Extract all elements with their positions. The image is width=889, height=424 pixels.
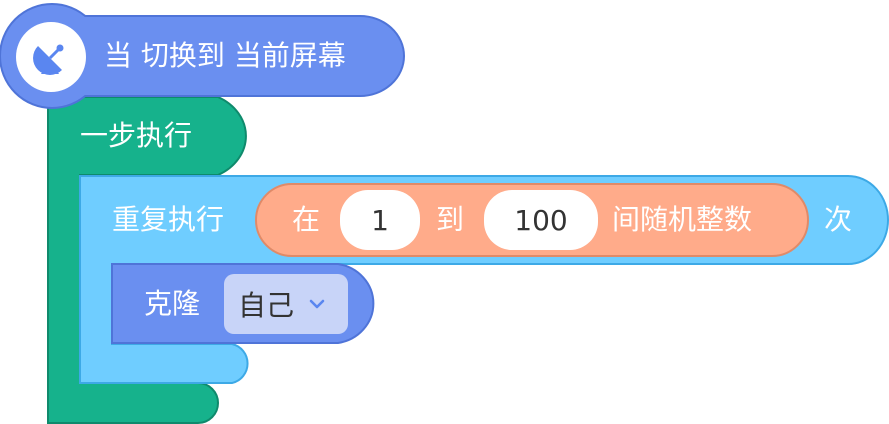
step-block-label: 一步执行: [80, 119, 193, 152]
repeat-block-label: 重复执行: [112, 203, 225, 236]
repeat-block-suffix: 次: [824, 203, 853, 236]
satellite-dish-icon: [33, 44, 64, 75]
random-from-input[interactable]: 1: [340, 190, 420, 250]
random-block-suffix: 间随机整数: [612, 203, 753, 236]
chevron-down-icon: [309, 299, 325, 309]
hat-block-label: 当 切换到 当前屏幕: [104, 39, 346, 72]
clone-block-label: 克隆: [144, 287, 201, 320]
clone-target-value: 自己: [238, 289, 295, 322]
random-block-prefix: 在: [292, 203, 321, 236]
hat-icon-circle: [16, 22, 86, 92]
random-block-middle: 到: [436, 203, 465, 236]
clone-target-dropdown[interactable]: 自己: [224, 274, 348, 334]
random-to-input[interactable]: 100: [484, 190, 598, 250]
hat-block-shape[interactable]: [39, 15, 405, 97]
